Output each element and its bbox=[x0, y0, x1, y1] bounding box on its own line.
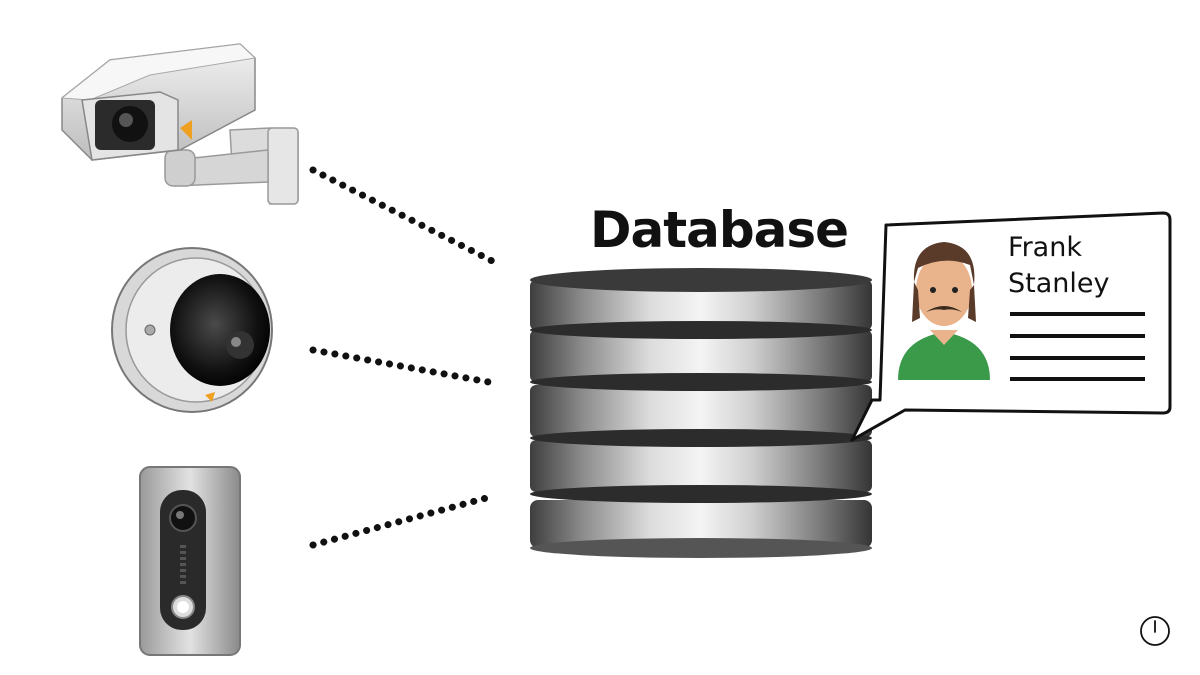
video-intercom-icon bbox=[139, 466, 241, 656]
profile-first-name: Frank bbox=[1008, 232, 1082, 263]
connector-line-middle bbox=[309, 346, 498, 387]
profile-text-lines bbox=[1010, 312, 1145, 381]
connector-line-top bbox=[309, 166, 504, 269]
power-button[interactable] bbox=[1139, 615, 1171, 647]
security-camera-icon bbox=[60, 43, 299, 205]
person-avatar-icon bbox=[898, 242, 990, 380]
connector-lines bbox=[309, 166, 504, 549]
dome-camera-icon bbox=[111, 247, 273, 413]
profile-card bbox=[850, 211, 1172, 442]
power-icon bbox=[1140, 616, 1170, 646]
profile-last-name: Stanley bbox=[1008, 268, 1110, 299]
connector-line-bottom bbox=[309, 493, 494, 549]
database-title: Database bbox=[590, 201, 849, 259]
database-icon bbox=[530, 268, 872, 558]
profile-name: Frank Stanley bbox=[1008, 230, 1109, 302]
